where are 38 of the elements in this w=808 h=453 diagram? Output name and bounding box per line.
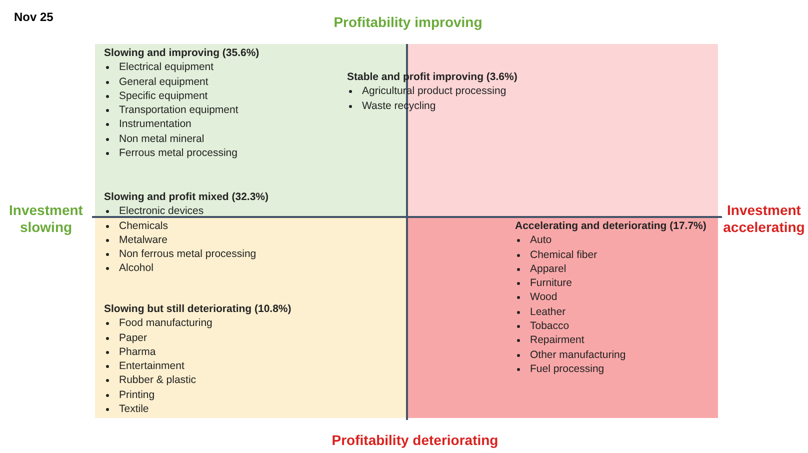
list-item: Ferrous metal processing bbox=[104, 146, 260, 160]
date-label: Nov 25 bbox=[14, 9, 54, 26]
group-heading: Slowing but still deteriorating (10.8%) bbox=[104, 302, 292, 316]
list-item: Alcohol bbox=[104, 261, 269, 276]
list-item: Wood bbox=[515, 290, 706, 305]
list-item: Specific equipment bbox=[104, 88, 260, 104]
list-item: Furniture bbox=[515, 276, 706, 290]
list-item: Apparel bbox=[515, 262, 706, 276]
list-item: Textile bbox=[104, 402, 292, 416]
list-item: Chemical fiber bbox=[515, 248, 706, 262]
axis-label: Investment slowing bbox=[8, 202, 84, 236]
list-item: Tobacco bbox=[515, 319, 706, 334]
group-heading: Slowing and improving (35.6%) bbox=[104, 46, 260, 60]
list-item: Auto bbox=[515, 233, 706, 248]
list-item: Printing bbox=[104, 388, 292, 402]
axis-label: Profitability deteriorating bbox=[330, 432, 500, 449]
list-item: Other manufacturing bbox=[515, 348, 706, 362]
list-item: Transportation equipment bbox=[104, 103, 260, 118]
list-item: Paper bbox=[104, 330, 292, 345]
list-item: Leather bbox=[515, 304, 706, 320]
axis-label: Investment accelerating bbox=[722, 202, 806, 236]
list-item: Fuel processing bbox=[515, 362, 706, 376]
axis-label: Profitability improving bbox=[332, 14, 484, 31]
group-heading: Slowing and profit mixed (32.3%) bbox=[104, 190, 269, 204]
list-item: Metalware bbox=[104, 232, 269, 248]
list-item: Non ferrous metal processing bbox=[104, 247, 269, 262]
list-item: Rubber & plastic bbox=[104, 373, 292, 388]
list-item: Instrumentation bbox=[104, 117, 260, 132]
list-item: Electronic devices bbox=[104, 204, 269, 219]
list-item: Chemicals bbox=[104, 218, 269, 233]
list-item: Repairment bbox=[515, 333, 706, 348]
list-item: General equipment bbox=[104, 74, 260, 89]
list-item: Electrical equipment bbox=[104, 60, 260, 75]
group-heading: Accelerating and deteriorating (17.7%) bbox=[515, 219, 706, 234]
list-item: Food manufacturing bbox=[104, 316, 292, 331]
list-item: Entertainment bbox=[104, 359, 292, 374]
list-item: Pharma bbox=[104, 344, 292, 360]
list-item: Non metal mineral bbox=[104, 132, 260, 146]
